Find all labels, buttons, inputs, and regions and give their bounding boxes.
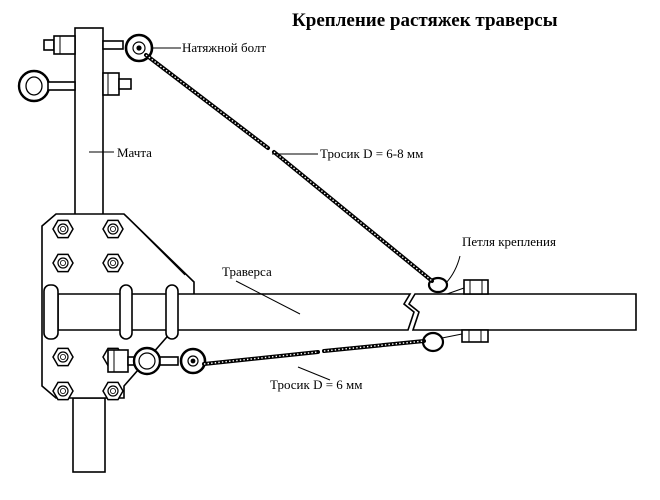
hex-nut-icon [52,219,74,239]
hex-nut-icon [52,381,74,401]
diagram-title: Крепление растяжек траверсы [292,10,558,31]
lower-cable-leader [297,366,331,381]
upper-mount-loop [427,255,461,294]
mast-top-eye-bolt [17,69,76,103]
lower-guy-cable [202,339,426,366]
hex-nut-icon [52,347,74,367]
tension-bolt-label: Натяжной болт [182,40,266,55]
traverse-leader [235,280,301,315]
mast [72,27,106,473]
lower-cable-label: Тросик D = 6 мм [270,377,363,392]
traverse-beam [43,284,637,340]
traverse-label: Траверса [222,264,272,279]
hex-nut-icon [102,219,124,239]
mast-top-bolts [43,35,132,96]
hex-nut-icon [52,253,74,273]
lower-tension-bolt [107,346,207,376]
lower-mount-bracket [461,329,489,343]
upper-mount-bracket [446,279,489,295]
mount-loop-label: Петля крепления [462,234,556,249]
lower-mount-loop [421,331,463,353]
upper-guy-cable [144,53,434,283]
mast-label: Мачта [117,145,152,160]
upper-cable-label: Тросик D = 6-8 мм [320,146,423,161]
hex-nut-icon [102,253,124,273]
hex-nut-icon [102,381,124,401]
